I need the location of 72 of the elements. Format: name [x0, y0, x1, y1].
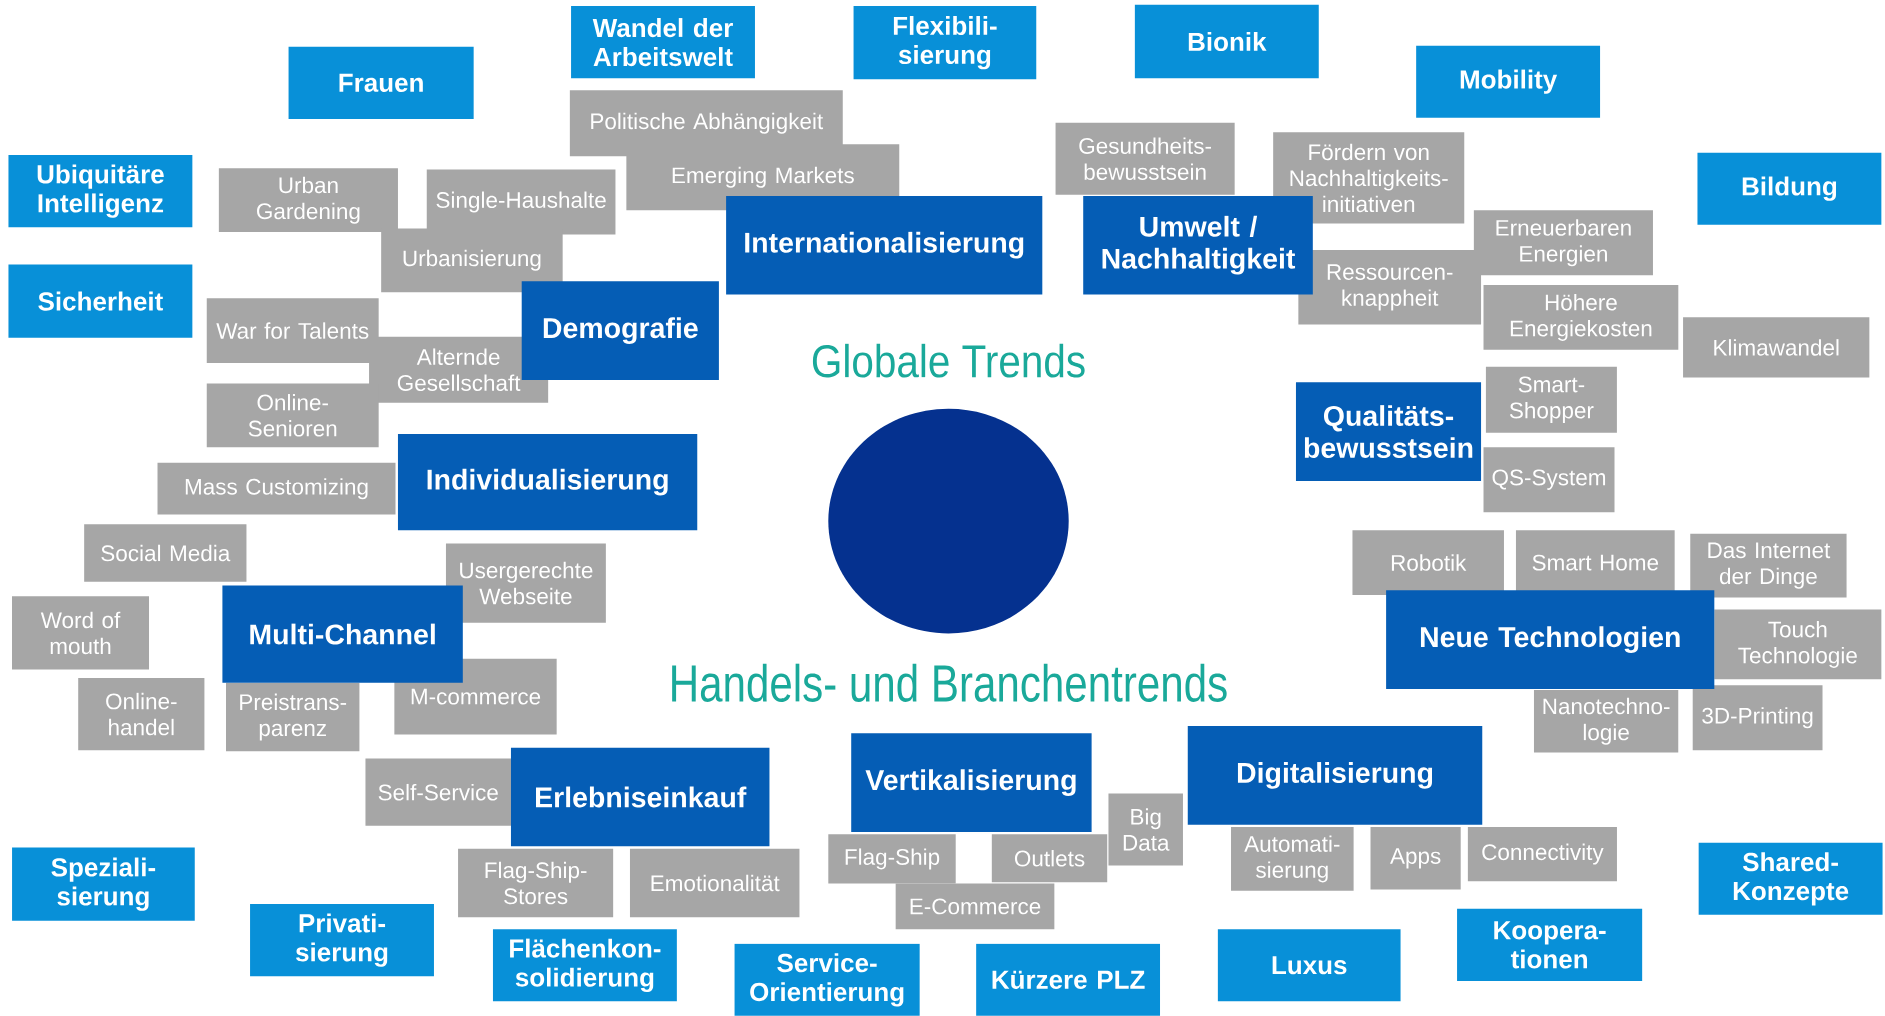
trend-box: Service- Orientierung: [734, 943, 920, 1016]
node-label: Emerging Markets: [672, 166, 854, 188]
subtrend-box: Apps: [1370, 827, 1461, 890]
trend-box: Ubiquitäre Intelligenz: [8, 155, 193, 228]
circle: [828, 408, 1069, 634]
node-label: Outlets: [1014, 850, 1085, 867]
node-label: E-Commerce: [910, 898, 1041, 915]
trend-box: Frauen: [288, 46, 474, 119]
subtrend-box: Smart- Shopper: [1485, 366, 1617, 433]
trend-box: Luxus: [1217, 929, 1401, 1002]
heading-text: Globale Trends: [812, 343, 1085, 378]
subtrend-box: Touch Technologie: [1714, 609, 1882, 680]
trend-box: Digitalisierung: [1187, 726, 1483, 825]
subtrend-box: Flag-Ship: [828, 834, 956, 884]
subtrend-box: Ressourcen- knappheit: [1298, 250, 1482, 325]
subtrend-box: Preistrans- parenz: [226, 682, 360, 752]
trend-box: Mobility: [1416, 45, 1601, 118]
subtrend-box: Outlets: [991, 834, 1108, 883]
subtrend-box: Online- Senioren: [206, 383, 379, 448]
trend-box: Privati- sierung: [250, 904, 434, 977]
trend-box: Bildung: [1697, 152, 1882, 225]
subtrend-box: Nanotechno- logie: [1533, 690, 1679, 753]
subtrend-box: QS-System: [1483, 447, 1615, 513]
subtrend-box: E-Commerce: [895, 883, 1055, 930]
trend-box: Umwelt / Nachhaltigkeit: [1083, 195, 1313, 295]
subtrend-box: Gesundheits- bewusstsein: [1055, 122, 1235, 195]
heading-text: Handels- und Branchentrends: [672, 663, 1227, 702]
subtrend-box: Robotik: [1352, 530, 1504, 596]
trend-box: Vertikalisierung: [851, 733, 1092, 832]
subtrend-box: Automati- sierung: [1231, 827, 1354, 891]
subtrend-box: Höhere Energiekosten: [1483, 284, 1679, 350]
node-label: Urbanisierung: [403, 249, 541, 271]
subtrend-box: Social Media: [84, 524, 247, 582]
trend-box: Speziali- sierung: [12, 847, 195, 921]
subtrend-box: 3D-Printing: [1692, 685, 1823, 751]
trend-box: Neue Technologien: [1386, 590, 1715, 689]
node-label: Alternde Gesellschaft: [397, 348, 521, 391]
subtrend-box: War for Talents: [206, 298, 379, 364]
subtrend-box: Single-Haushalte: [426, 169, 616, 235]
trend-box: Shared- Konzepte: [1698, 842, 1883, 915]
trend-box: Wandel der Arbeitswelt: [571, 6, 755, 79]
trend-box: Internationalisierung: [726, 195, 1043, 295]
subtrend-box: Klimawandel: [1683, 317, 1870, 378]
trend-box: Flächenkon- solidierung: [492, 929, 677, 1002]
node-label: Politische Abhängigkeit: [591, 112, 824, 134]
trend-box: Flexibili- sierung: [853, 6, 1037, 80]
trend-box: Erlebniseinkauf: [510, 747, 770, 847]
trend-box: Kürzere PLZ: [976, 943, 1161, 1016]
subtrend-box: Connectivity: [1467, 827, 1617, 882]
subtrend-box: Fördern von Nachhaltigkeits- initiativen: [1273, 132, 1465, 224]
subtrend-box: Usergerechte Webseite: [445, 543, 606, 623]
subtrend-box: Flag-Ship- Stores: [458, 848, 614, 918]
node-label: Single-Haushalte: [436, 191, 606, 213]
trend-box: Multi-Channel: [222, 585, 463, 683]
subtrend-box: Urban Gardening: [218, 168, 398, 233]
trend-box: Individualisierung: [397, 434, 698, 531]
subtrend-box: Emotionalität: [629, 848, 800, 918]
subtrend-box: Das Internet der Dinge: [1690, 533, 1847, 598]
subtrend-box: Online- handel: [78, 678, 205, 751]
node-label: Höhere Energiekosten: [1510, 293, 1652, 341]
subtrend-box: Smart Home: [1515, 530, 1675, 596]
trend-box: Bionik: [1134, 4, 1319, 79]
trend-box: Koopera- tionen: [1457, 908, 1643, 981]
subtrend-box: Word of mouth: [12, 596, 149, 670]
subtrend-box: Self-Service: [365, 758, 511, 826]
subtrend-box: Mass Customizing: [157, 462, 396, 515]
trend-box: Demografie: [521, 281, 719, 380]
trend-box: Qualitäts- bewusstsein: [1295, 382, 1482, 481]
subtrend-box: Urbanisierung: [381, 228, 563, 293]
subtrend-box: Big Data: [1108, 793, 1183, 866]
trend-box: Sicherheit: [8, 264, 193, 338]
subtrend-box: Erneuerbaren Energien: [1473, 210, 1653, 276]
